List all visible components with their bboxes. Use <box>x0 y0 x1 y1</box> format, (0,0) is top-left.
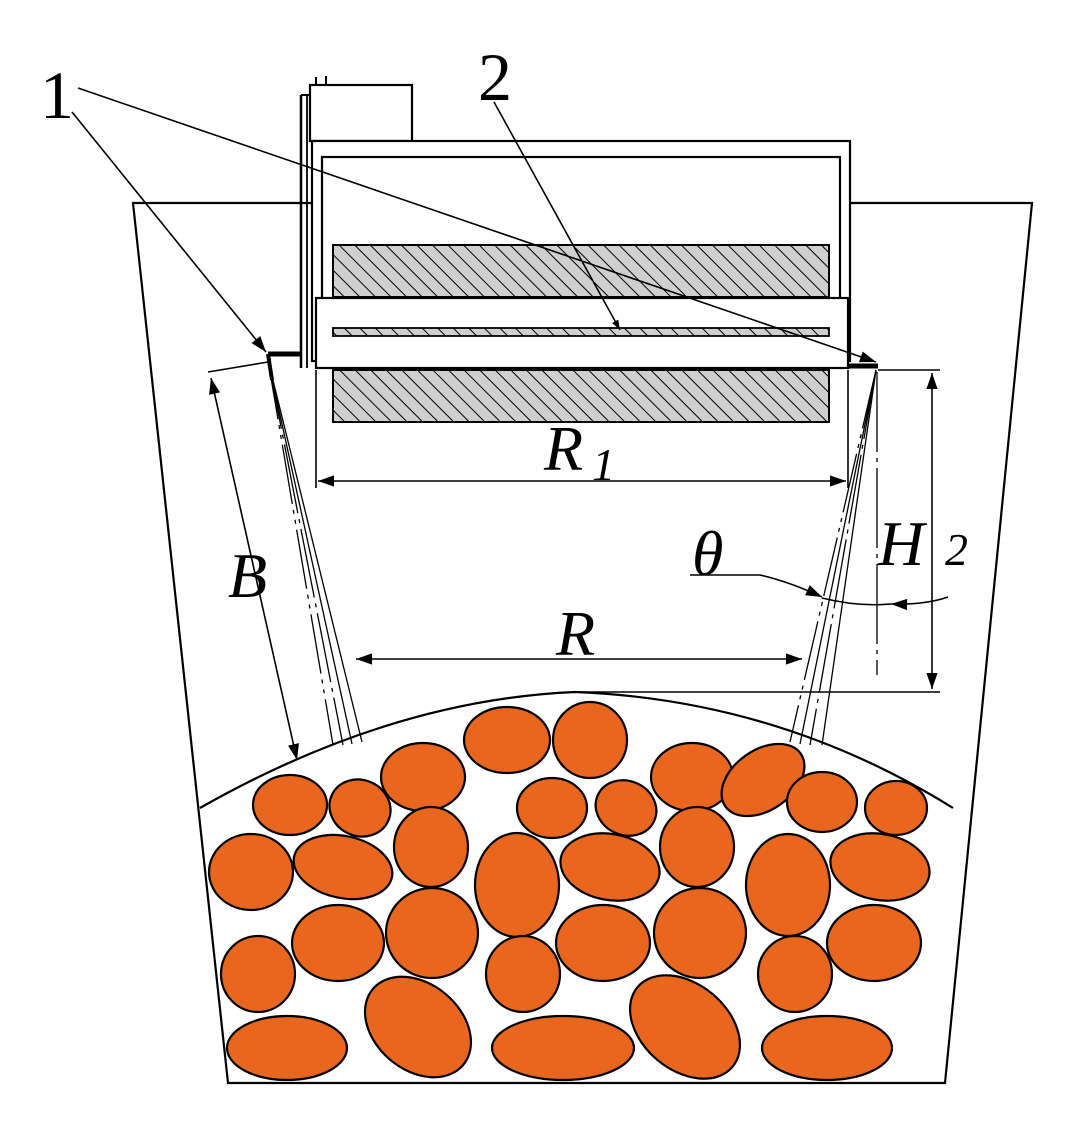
label-r1: R <box>543 413 583 484</box>
ore-particle <box>825 903 923 983</box>
label-h2-subscript: 2 <box>945 524 968 575</box>
ore-particle <box>760 1014 894 1082</box>
ore-particle <box>328 778 392 838</box>
ore-particle <box>392 805 470 889</box>
leader-1-right <box>77 87 877 363</box>
ore-particle <box>292 833 394 901</box>
ore-particle <box>829 832 931 902</box>
right-beams <box>789 369 877 746</box>
dimension-b <box>207 361 299 761</box>
ore-particle <box>658 805 736 889</box>
ore-particle <box>490 1014 636 1082</box>
ore-particle <box>649 741 735 813</box>
leader-1-left <box>71 111 267 353</box>
label-r1-subscript: 1 <box>592 439 615 490</box>
dimension-r1 <box>315 370 849 488</box>
detector-element-2 <box>332 327 830 337</box>
shield-block-lower <box>332 369 830 423</box>
shield-block-upper <box>332 244 830 298</box>
leader-lines <box>71 87 877 363</box>
ore-particle <box>554 903 652 983</box>
ore-particle <box>225 1014 349 1082</box>
ore-particle <box>559 832 661 902</box>
ore-particle <box>251 773 329 837</box>
label-h2: H <box>877 508 928 579</box>
ore-particle <box>462 705 552 775</box>
source-holder-left <box>266 351 300 381</box>
label-part-2: 2 <box>478 39 512 115</box>
ore-particle <box>756 934 834 1014</box>
ore-particle <box>594 779 658 837</box>
ore-particle <box>785 770 859 834</box>
ore-particle <box>515 776 589 840</box>
angle-theta <box>690 574 949 611</box>
ore-particle <box>207 832 295 912</box>
ore-particle <box>379 741 467 813</box>
ore-particle <box>652 886 748 980</box>
ore-particle <box>219 934 297 1014</box>
dimension-h2 <box>575 369 940 693</box>
ore-particle <box>484 934 562 1014</box>
ore-particle <box>744 832 832 938</box>
label-r: R <box>555 598 595 669</box>
ore-particle <box>384 886 480 980</box>
ore-particle <box>628 974 742 1080</box>
ore-particle <box>473 831 561 939</box>
label-b: B <box>228 540 267 611</box>
ore-particle <box>290 903 386 983</box>
ore-particle <box>720 742 806 818</box>
label-theta: θ <box>692 518 723 589</box>
ore-particles <box>207 700 931 1082</box>
ore-particle <box>863 779 929 837</box>
ore-particle <box>363 975 473 1079</box>
ore-particle <box>551 700 629 780</box>
leader-2 <box>493 101 621 331</box>
label-part-1: 1 <box>40 57 74 133</box>
